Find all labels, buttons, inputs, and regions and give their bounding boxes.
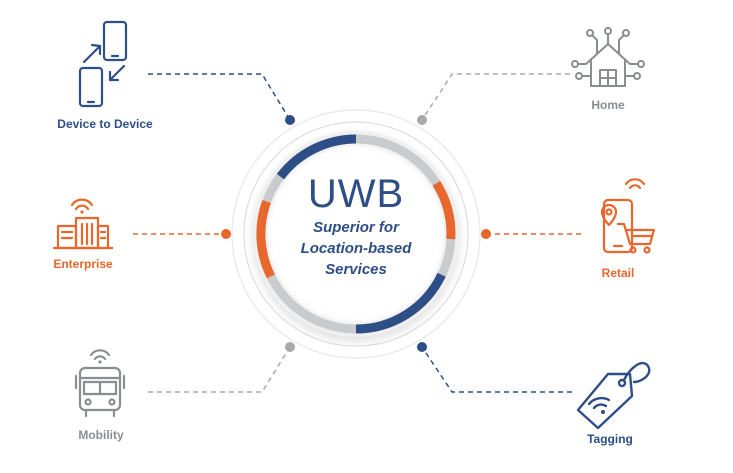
ring-arc-orange-left [256, 199, 275, 279]
connector-dot-tagging [417, 342, 427, 352]
ring-arc-blue-top [276, 134, 357, 180]
connector-dot-enterprise [221, 229, 231, 239]
connector-tagging [421, 346, 572, 393]
label-device-to-device: Device to Device [57, 117, 153, 131]
label-tagging: Tagging [587, 432, 633, 446]
connector-dot-mobility [285, 342, 295, 352]
uwb-hub [231, 109, 481, 359]
wireless-tag-icon [576, 361, 651, 430]
bus-wifi-icon [74, 349, 126, 418]
phones-transfer-icon [78, 20, 128, 108]
connector-dot-retail [481, 229, 491, 239]
connector-device-to-device [148, 73, 291, 121]
label-enterprise: Enterprise [53, 257, 113, 271]
phone-shopping-cart-icon [600, 178, 656, 254]
label-home: Home [591, 98, 625, 112]
uwb-center-text: UWB Superior for Location-based Services [256, 172, 456, 279]
smart-home-icon [571, 27, 645, 87]
uwb-subtitle-line-2: Location-based [300, 240, 412, 257]
ring-arc-blue-bottom [355, 272, 446, 334]
label-retail: Retail [601, 266, 635, 280]
connector-mobility [148, 346, 291, 393]
connector-dot-home [417, 115, 427, 125]
connector-dot-device-to-device [285, 115, 295, 125]
uwb-title: UWB [307, 172, 405, 216]
label-mobility: Mobility [78, 428, 124, 442]
uwb-subtitle-line-3: Services [325, 261, 387, 278]
connector-home [421, 73, 570, 121]
office-building-wifi-icon [52, 198, 114, 250]
ring-arc-orange-right [432, 180, 456, 240]
uwb-subtitle-line-1: Superior for [313, 219, 399, 236]
